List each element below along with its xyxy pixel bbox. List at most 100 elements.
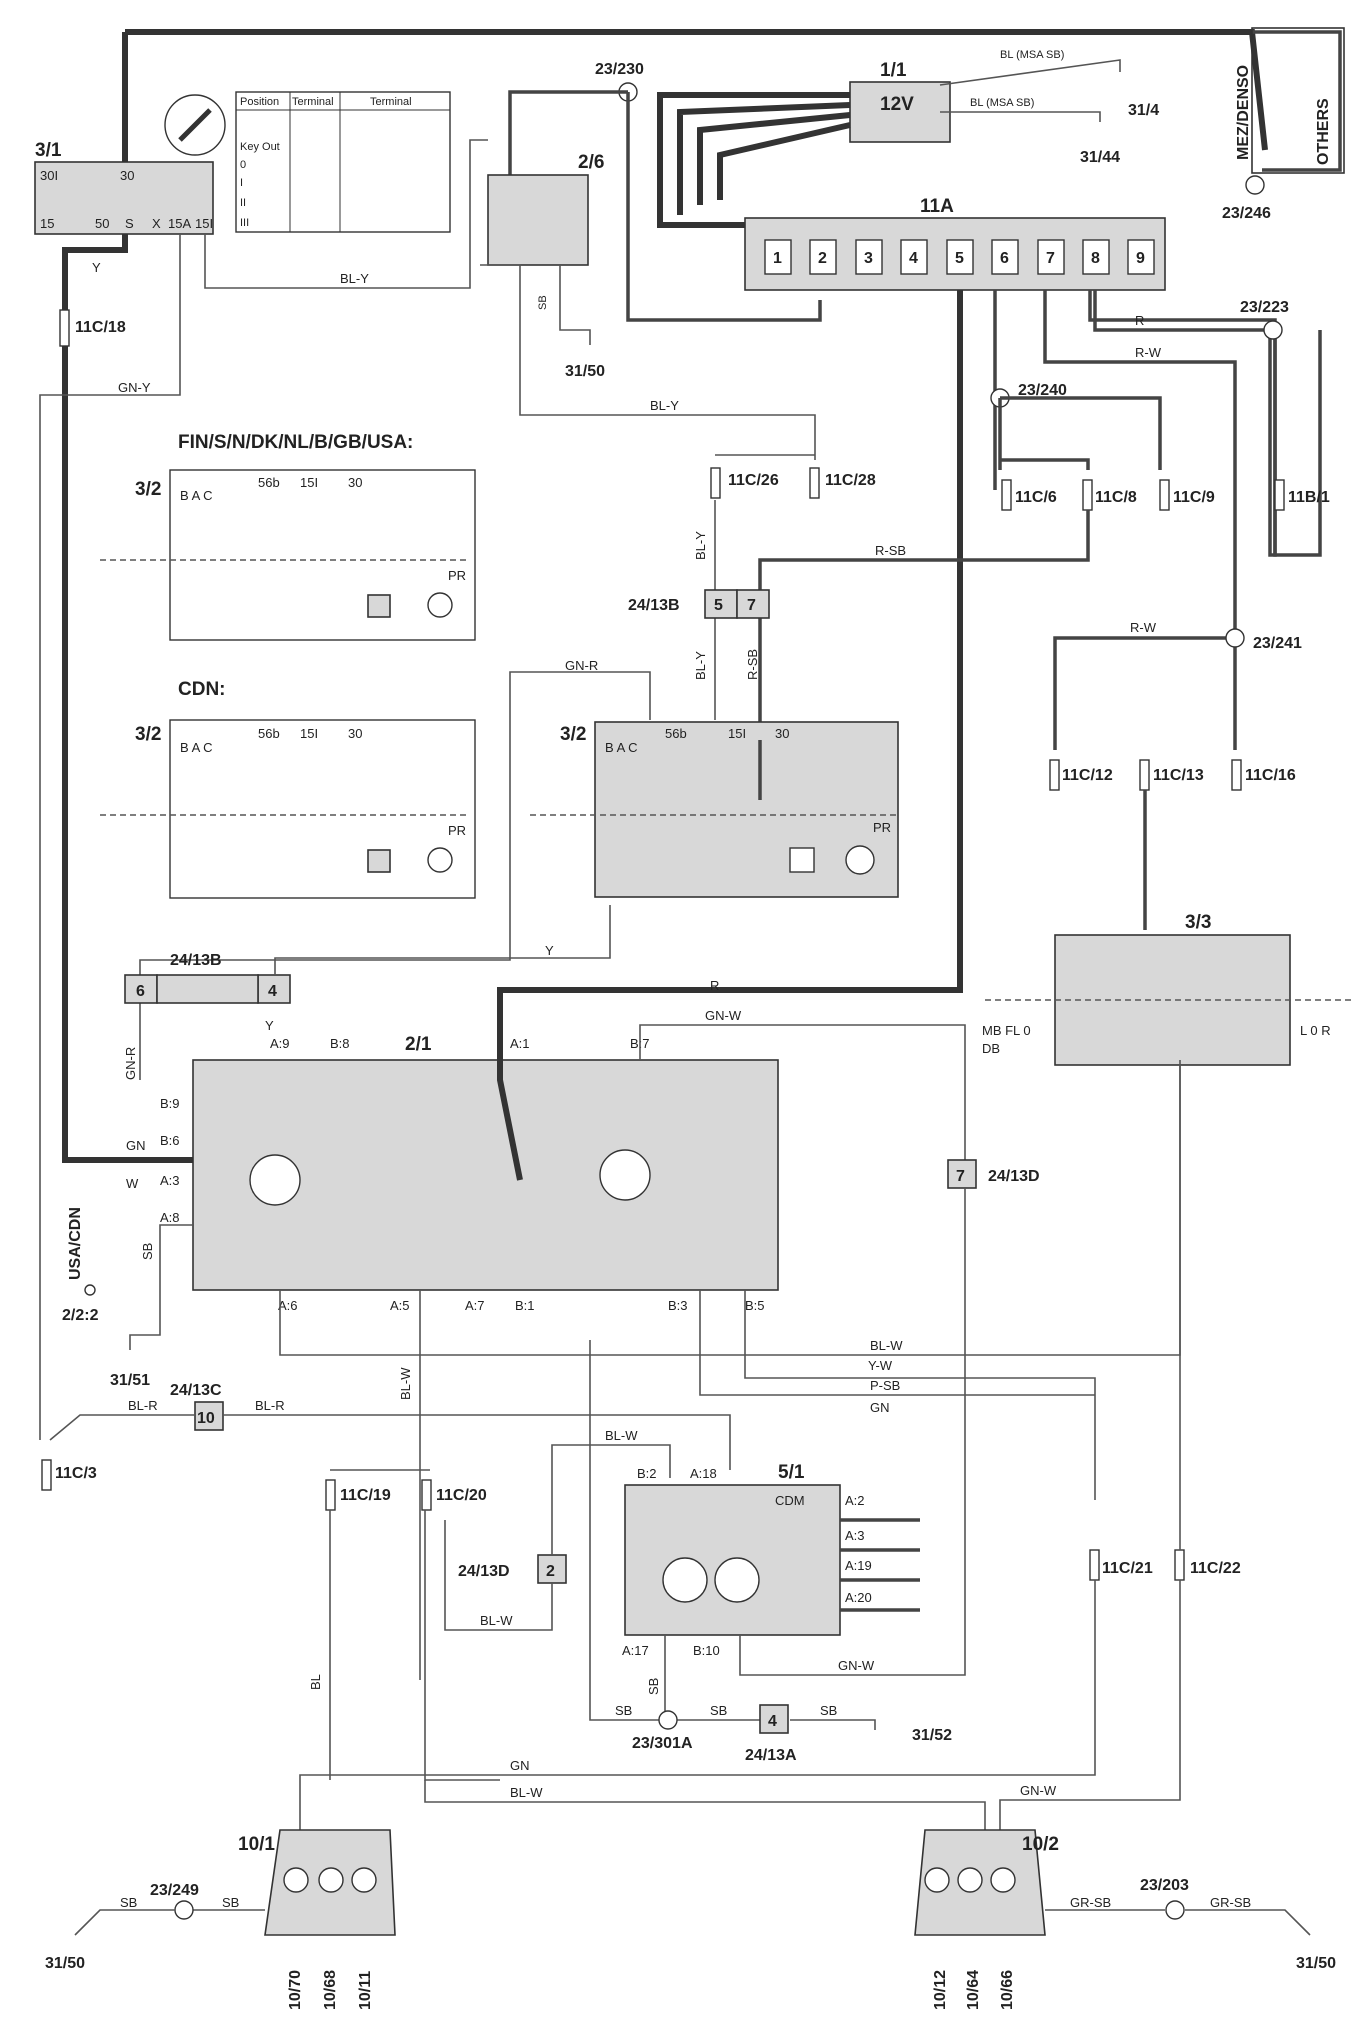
splice-23-241-label: 23/241	[1253, 635, 1302, 652]
svg-text:11C/22: 11C/22	[1190, 1560, 1241, 1577]
svg-text:Y: Y	[265, 1018, 274, 1033]
svg-text:11C/26: 11C/26	[728, 472, 779, 489]
svg-text:11C/12: 11C/12	[1062, 767, 1113, 784]
bulb-10-68: 10/68	[322, 1970, 339, 2010]
svg-text:A:2: A:2	[845, 1493, 865, 1508]
svg-text:11C/8: 11C/8	[1095, 489, 1137, 506]
svg-text:GR-SB: GR-SB	[1070, 1895, 1111, 1910]
splice-23-223-label: 23/223	[1240, 299, 1289, 316]
svg-text:30: 30	[775, 726, 789, 741]
splice-23-249	[174, 1900, 194, 1920]
switch-3-3-db: DB	[982, 1041, 1000, 1056]
svg-text:Y: Y	[92, 260, 101, 275]
headlamp-icon	[662, 1557, 708, 1603]
svg-text:GR-SB: GR-SB	[1210, 1895, 1251, 1910]
svg-text:SB: SB	[222, 1895, 239, 1910]
relay-2-6-box	[487, 174, 589, 266]
svg-text:2: 2	[546, 1563, 555, 1580]
svg-text:GN-R: GN-R	[565, 658, 598, 673]
fuse-7-output	[1043, 290, 1237, 630]
svg-text:11C/13: 11C/13	[1153, 767, 1204, 784]
indicator-icon-2	[367, 849, 391, 873]
svg-text:BL-W: BL-W	[510, 1785, 543, 1800]
svg-text:BL-Y: BL-Y	[340, 271, 369, 286]
svg-text:0: 0	[240, 159, 246, 171]
headlamp-right-label: 10/2	[1022, 1834, 1059, 1855]
svg-text:A:3: A:3	[845, 1528, 865, 1543]
svg-text:B A C: B A C	[180, 740, 213, 755]
connector-11c26: 11C/26	[710, 467, 779, 499]
battery-label: 1/1	[880, 60, 907, 81]
light-switch-main-box	[594, 721, 899, 898]
svg-text:6: 6	[1000, 250, 1009, 267]
svg-text:SB: SB	[140, 1243, 155, 1260]
splice-23-301a	[658, 1710, 678, 1730]
svg-text:Position: Position	[240, 96, 279, 108]
svg-text:R-SB: R-SB	[745, 649, 760, 680]
svg-text:11C/16: 11C/16	[1245, 767, 1296, 784]
svg-text:10: 10	[197, 1410, 215, 1427]
relay-2-6-label: 2/6	[578, 152, 604, 173]
svg-text:Key Out: Key Out	[240, 141, 280, 153]
connector-11c3: 11C/3	[41, 1459, 97, 1491]
svg-text:BL-W: BL-W	[870, 1338, 903, 1353]
svg-text:BL-W: BL-W	[480, 1613, 513, 1628]
splice-23-203-label: 23/203	[1140, 1877, 1189, 1894]
light-indicator-icon	[714, 1557, 760, 1603]
relay-feed-wire	[508, 90, 822, 322]
svg-text:A:19: A:19	[845, 1558, 872, 1573]
transistor-icon	[249, 1154, 301, 1206]
connector-11c8: 11C/8	[1082, 479, 1137, 511]
light-switch-label-3: 3/2	[560, 724, 586, 745]
connector-24-13a: 4 24/13A	[745, 1704, 797, 1764]
others-box	[1251, 27, 1345, 174]
svg-text:X: X	[152, 216, 161, 231]
svg-text:GN-W: GN-W	[705, 1008, 742, 1023]
svg-text:24/13D: 24/13D	[458, 1563, 510, 1580]
ignition-table: Position Terminal Terminal Key Out 0 I I…	[235, 91, 451, 233]
svg-text:R-W: R-W	[1135, 345, 1162, 360]
svg-text:6: 6	[136, 983, 145, 1000]
svg-text:11C/3: 11C/3	[55, 1465, 97, 1482]
connector-11c19: 11C/19	[325, 1479, 391, 1511]
connector-11c18: 11C/18	[59, 309, 126, 347]
svg-text:II: II	[240, 197, 246, 209]
svg-text:15I: 15I	[728, 726, 746, 741]
svg-text:GN-R: GN-R	[123, 1047, 138, 1080]
ground-31-44: 31/44	[1080, 149, 1120, 166]
svg-text:A:9: A:9	[270, 1036, 290, 1051]
svg-text:A:18: A:18	[690, 1466, 717, 1481]
ground-31-50-c: 31/50	[1296, 1955, 1336, 1972]
mez-denso-label: MEZ/DENSO	[1235, 65, 1252, 160]
svg-text:GN-W: GN-W	[838, 1658, 875, 1673]
svg-text:Terminal: Terminal	[370, 96, 412, 108]
splice-23-203	[1165, 1900, 1185, 1920]
ground-31-50-b: 31/52	[912, 1727, 952, 1744]
svg-text:7: 7	[747, 597, 756, 614]
fuse-8: 8	[1082, 239, 1110, 275]
svg-text:A:17: A:17	[622, 1643, 649, 1658]
svg-text:11C/18: 11C/18	[75, 319, 126, 336]
svg-text:15I: 15I	[300, 475, 318, 490]
splice-23-240-label: 23/240	[1018, 382, 1067, 399]
svg-text:B:9: B:9	[160, 1096, 180, 1111]
svg-text:PR: PR	[873, 820, 891, 835]
svg-text:B A C: B A C	[605, 740, 638, 755]
svg-text:8: 8	[1091, 250, 1100, 267]
splice-23-230-label: 23/230	[595, 61, 644, 78]
splice-23-223	[1263, 320, 1283, 340]
svg-text:24/13D: 24/13D	[988, 1168, 1040, 1185]
connector-11c22: 11C/22	[1174, 1549, 1241, 1581]
svg-text:A:7: A:7	[465, 1298, 485, 1313]
svg-text:A:8: A:8	[160, 1210, 180, 1225]
ground-2-2-2: 2/2:2	[62, 1307, 99, 1324]
svg-text:24/13A: 24/13A	[745, 1747, 797, 1764]
connector-11c12: 11C/12	[1049, 759, 1113, 791]
connector-11c13: 11C/13	[1139, 759, 1204, 791]
svg-text:SB: SB	[646, 1678, 661, 1695]
svg-text:A:1: A:1	[510, 1036, 530, 1051]
r-sb-wire	[758, 510, 1090, 740]
svg-text:B:1: B:1	[515, 1298, 535, 1313]
svg-text:30: 30	[348, 726, 362, 741]
